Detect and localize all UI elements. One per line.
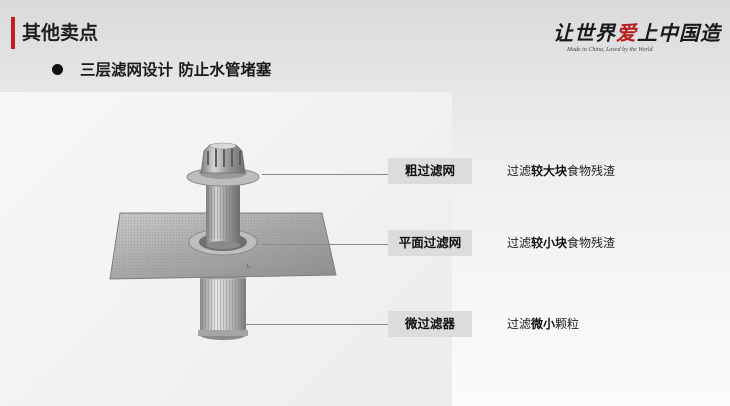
- title-accent-bar: [11, 17, 15, 49]
- callout-desc-flat-filter: 过滤较小块食物残渣: [507, 233, 615, 253]
- callout-desc-micro-filter: 过滤微小颗粒: [507, 314, 579, 334]
- desc-prefix: 过滤: [507, 164, 532, 178]
- desc-prefix: 过滤: [507, 317, 532, 331]
- brand-slogan-accent: 爱: [616, 21, 637, 45]
- desc-bold: 较小块: [531, 236, 568, 250]
- desc-suffix: 颗粒: [555, 317, 580, 331]
- brand-slogan-suffix: 上中国造: [637, 21, 721, 45]
- callout-label-coarse-filter: 粗过滤网: [388, 158, 472, 184]
- desc-suffix: 食物残渣: [567, 236, 616, 250]
- callout-desc-coarse-filter: 过滤较大块食物残渣: [507, 161, 615, 181]
- callout-leader-line: [262, 174, 388, 175]
- callout-leader-line: [246, 324, 388, 325]
- bullet-text: 三层滤网设计 防止水管堵塞: [80, 61, 272, 79]
- desc-bold: 微小: [531, 317, 556, 331]
- desc-bold: 较大块: [531, 164, 568, 178]
- brand-tagline: Made in China, Loved by the World: [567, 47, 653, 53]
- desc-prefix: 过滤: [507, 236, 532, 250]
- svg-text:∟: ∟: [246, 262, 252, 270]
- brand-slogan: 让世界爱上中国造: [553, 17, 721, 46]
- callout-leader-line: [262, 244, 388, 245]
- callout-label-flat-filter: 平面过滤网: [388, 230, 472, 256]
- callout-label-micro-filter: 微过滤器: [388, 311, 472, 337]
- dishwasher-filter-assembly-image: ∟: [109, 142, 337, 340]
- page-title: 其他卖点: [22, 22, 99, 44]
- desc-suffix: 食物残渣: [567, 164, 616, 178]
- bullet-dot-icon: [52, 64, 63, 75]
- brand-logo: 让世界爱上中国造 Made in China, Loved by the Wor…: [545, 13, 725, 65]
- brand-slogan-prefix: 让世界: [553, 21, 616, 45]
